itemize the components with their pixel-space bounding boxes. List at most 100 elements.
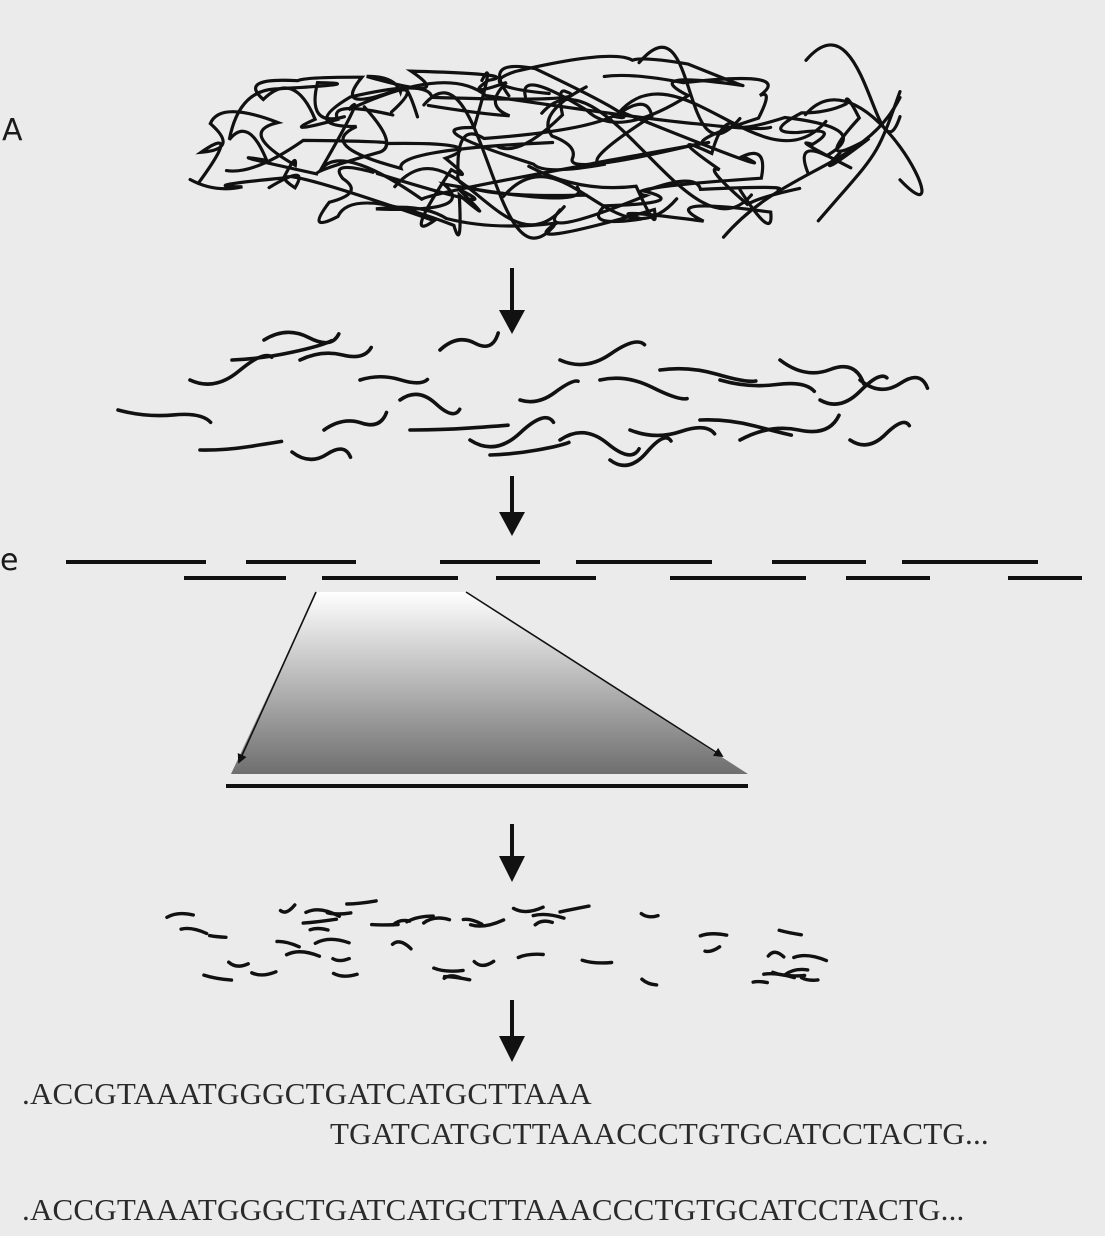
subclone-fragment xyxy=(792,953,829,963)
subclone-fragment xyxy=(777,928,803,937)
edge-label-top: A xyxy=(2,113,23,148)
dna-strand-loop xyxy=(721,96,902,239)
subclone-fragment xyxy=(511,905,545,914)
subclone-fragment xyxy=(468,918,506,928)
dna-fragment xyxy=(858,375,930,392)
subclone-fragment xyxy=(442,974,464,981)
down-arrow-4 xyxy=(499,1000,525,1062)
dna-strand-loop xyxy=(375,164,657,236)
clone-contig-map xyxy=(66,560,1082,580)
subclone-fragment xyxy=(331,956,351,963)
dna-fragment xyxy=(116,408,213,425)
subclone-fragment xyxy=(766,950,786,959)
subclone-fragment xyxy=(250,970,278,977)
dna-strand-loop xyxy=(227,80,389,176)
subclone-fragment xyxy=(227,960,250,968)
subclone-fragment xyxy=(799,976,820,982)
subclone-fragment xyxy=(472,959,496,968)
dna-fragment xyxy=(398,392,462,416)
subclone-fragment xyxy=(432,966,465,973)
subclone-fragment xyxy=(308,926,330,932)
dna-fragment xyxy=(738,413,841,442)
subclone-fragment xyxy=(783,967,810,977)
dna-fragment xyxy=(230,338,334,362)
down-arrow-2 xyxy=(499,476,525,536)
subclone-fragment xyxy=(165,911,195,919)
dna-strand-loop xyxy=(616,92,828,143)
dna-fragment xyxy=(558,340,647,367)
dna-fragment xyxy=(262,330,341,345)
dna-fragment xyxy=(818,374,889,406)
dna-strand-loop xyxy=(804,43,902,134)
dna-strand-loop xyxy=(422,91,556,240)
subclone-fragment xyxy=(405,914,435,924)
subclone-fragment xyxy=(179,926,209,936)
subclone-fragment xyxy=(313,937,351,945)
clone-expansion xyxy=(226,591,748,788)
dna-fragment xyxy=(488,440,571,457)
subclone-fragment xyxy=(703,945,722,954)
down-arrow-1 xyxy=(499,268,525,334)
dna-fragment xyxy=(290,447,353,462)
subclone-fragment xyxy=(698,932,729,938)
subclone-fragment xyxy=(207,933,228,939)
assembled-sequence: .ACCGTAAATGGGCTGATCATGCTTAAACCCTGTGCATCC… xyxy=(22,1192,965,1227)
genomic-dna-tangle xyxy=(188,43,924,240)
subclone-fragment xyxy=(558,904,591,914)
sequence-read-1: .ACCGTAAATGGGCTGATCATGCTTAAA xyxy=(22,1076,592,1111)
subclone-fragment xyxy=(301,917,339,925)
dna-fragment xyxy=(558,430,641,457)
dna-strand-loop xyxy=(325,86,573,171)
subclone-fragment xyxy=(345,899,378,906)
dna-fragment xyxy=(718,378,817,394)
sequence-read-2: TGATCATGCTTAAACCCTGTGCATCCTACTG... xyxy=(330,1116,989,1151)
dna-fragment xyxy=(698,418,794,437)
dna-strand-loop xyxy=(779,97,871,170)
dna-strand-loop xyxy=(393,167,566,227)
subclone-fragment xyxy=(390,940,413,951)
subclone-fragment xyxy=(325,911,353,916)
subclone-fragment xyxy=(771,970,807,978)
dna-fragment xyxy=(608,436,673,468)
subclone-fragment xyxy=(580,958,614,965)
dna-fragment xyxy=(848,420,912,447)
subclone-fragment xyxy=(533,919,554,927)
dna-fragment xyxy=(438,331,500,352)
subclone-fragment xyxy=(531,912,566,920)
dna-fragment xyxy=(658,366,758,384)
dna-strand-loop xyxy=(501,174,679,221)
subclone-fragment xyxy=(278,903,297,914)
dna-fragment xyxy=(322,410,389,432)
dna-strand-loop xyxy=(254,75,409,129)
dna-fragment xyxy=(628,425,717,438)
dna-strand-loop xyxy=(803,98,924,197)
subclone-fragment xyxy=(275,939,301,949)
subclone-fragment xyxy=(461,917,484,926)
subclone-fragment xyxy=(516,952,545,960)
dna-fragment xyxy=(408,423,510,432)
subclone-fragments xyxy=(165,899,829,987)
dna-strand-loop xyxy=(452,64,654,172)
dna-strand-loop xyxy=(317,165,482,237)
subclone-fragment xyxy=(640,977,659,987)
dna-fragment xyxy=(598,376,689,401)
dna-strand-loop xyxy=(637,45,742,136)
dna-fragment xyxy=(778,358,866,386)
dna-fragment xyxy=(198,439,284,452)
edge-label-middle: e xyxy=(0,543,19,578)
dna-strand-loop xyxy=(540,97,753,211)
dna-fragment xyxy=(298,345,373,362)
dna-fragment xyxy=(468,415,556,449)
subclone-fragment xyxy=(422,916,452,925)
subclone-fragment xyxy=(639,911,660,919)
dna-fragment xyxy=(358,374,430,385)
down-arrow-3 xyxy=(499,824,525,882)
dna-strand-loop xyxy=(188,110,298,191)
subclone-fragment xyxy=(284,950,322,958)
subclone-fragment xyxy=(331,971,359,978)
dna-fragment xyxy=(518,379,580,404)
subclone-fragment xyxy=(202,973,234,982)
subclone-fragment xyxy=(751,979,769,985)
